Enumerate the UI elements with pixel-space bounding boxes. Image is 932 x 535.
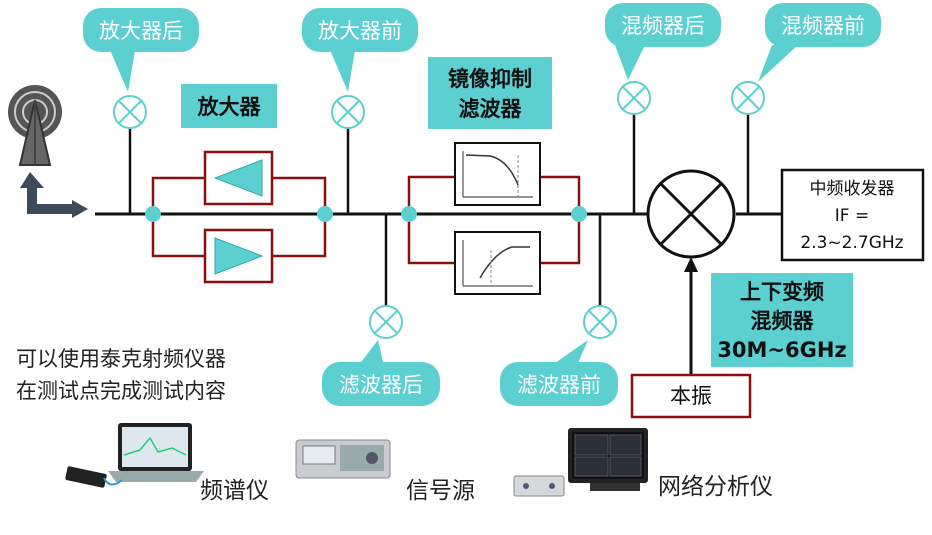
lo-arrow-icon	[684, 257, 698, 272]
spectrum-analyzer-label: 频谱仪	[200, 478, 269, 504]
updown-mixer-line1: 上下变频	[740, 280, 824, 304]
test-point-icon	[331, 95, 365, 129]
signal-source-label: 信号源	[406, 478, 475, 504]
filter-paths	[407, 175, 581, 265]
callout-amp-before: 放大器前	[302, 8, 418, 92]
amplifier-forward	[203, 228, 274, 284]
if-transceiver-box	[780, 168, 925, 262]
network-analyzer-icon	[513, 428, 648, 497]
amplifier-paths	[151, 176, 327, 258]
svg-text:混频器后: 混频器后	[621, 14, 705, 38]
updown-mixer-title-box	[711, 273, 853, 367]
if-transceiver-line1: 中频收发器	[810, 179, 895, 199]
note-line1: 可以使用泰克射频仪器	[16, 347, 226, 371]
svg-text:滤波器后: 滤波器后	[339, 373, 423, 397]
callout-filter-after: 滤波器后	[322, 340, 440, 406]
if-transceiver-line2: IF =	[835, 206, 869, 226]
svg-text:滤波器前: 滤波器前	[517, 373, 601, 397]
lowpass-filter	[454, 142, 541, 206]
svg-text:放大器前: 放大器前	[318, 19, 402, 43]
note-line2: 在测试点完成测试内容	[16, 379, 226, 403]
callout-amp-after: 放大器后	[83, 8, 199, 92]
spectrum-analyzer-icon	[65, 423, 204, 488]
signal-direction-arrow-icon	[20, 172, 88, 218]
filter-junction-right	[571, 206, 587, 222]
network-analyzer-label: 网络分析仪	[658, 474, 773, 500]
filter-junction-left	[401, 206, 417, 222]
test-point-icon	[731, 81, 765, 115]
amplifier-title-box	[181, 84, 277, 128]
if-transceiver-line3: 2.3~2.7GHz	[800, 233, 903, 253]
local-oscillator-label: 本振	[670, 384, 712, 408]
updown-mixer-line2: 混频器	[751, 309, 815, 333]
mixer-icon	[646, 169, 736, 259]
amplifier-reverse	[203, 150, 274, 206]
callout-filter-before: 滤波器前	[500, 340, 618, 406]
amp-junction-left	[145, 206, 161, 222]
amplifier-title: 放大器	[197, 95, 262, 119]
test-point-icon	[369, 305, 403, 339]
signal-source-icon	[295, 439, 391, 479]
antenna-icon	[8, 85, 62, 166]
callout-mixer-before: 混频器前	[758, 3, 881, 82]
test-point-icon	[617, 81, 651, 115]
image-reject-title-line2: 滤波器	[459, 97, 523, 121]
image-reject-title-box	[428, 57, 552, 129]
test-point-icon	[113, 95, 147, 129]
highpass-filter	[454, 231, 541, 295]
amp-junction-right	[317, 206, 333, 222]
test-point-icon	[583, 305, 617, 339]
svg-text:放大器后: 放大器后	[99, 19, 183, 43]
svg-text:混频器前: 混频器前	[781, 14, 865, 38]
updown-mixer-line3: 30M~6GHz	[717, 338, 846, 362]
callout-mixer-after: 混频器后	[605, 3, 721, 80]
image-reject-title-line1: 镜像抑制	[448, 67, 532, 91]
local-oscillator-box	[630, 373, 752, 419]
